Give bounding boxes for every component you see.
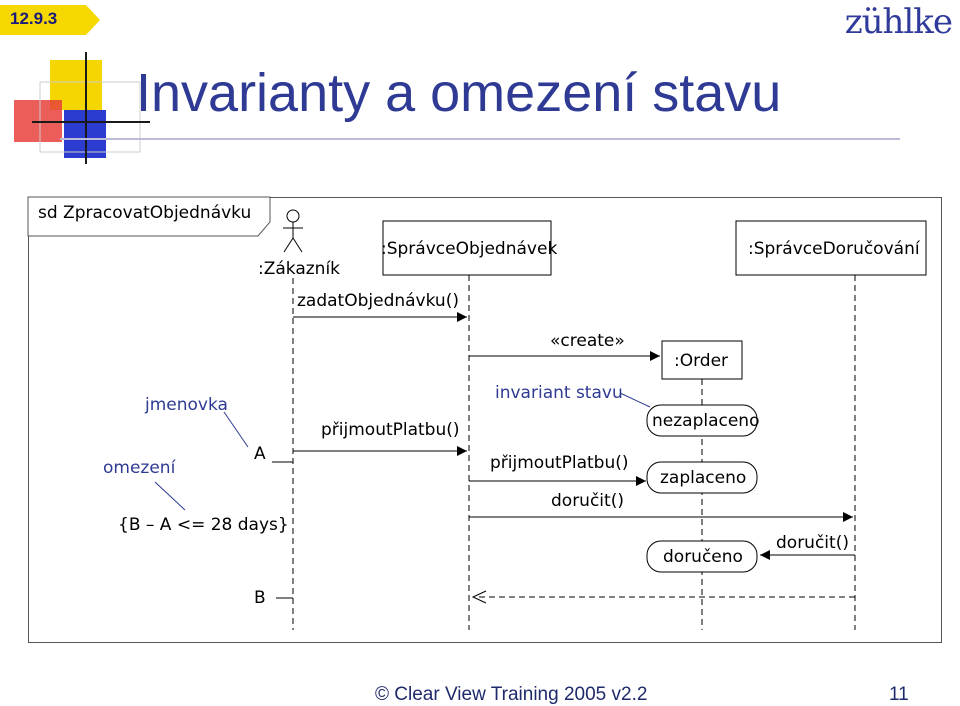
create-label: «create»	[550, 331, 625, 351]
invariant-pointer	[619, 392, 651, 408]
customer-label: :Zákazník	[258, 259, 341, 279]
section-number: 12.9.3	[10, 9, 58, 28]
mark-a-label: A	[254, 444, 266, 464]
constraint-pointer	[154, 481, 186, 511]
state-unpaid	[646, 404, 758, 437]
order-manager-box	[382, 220, 552, 276]
sequence-diagram-frame	[28, 197, 942, 643]
deliver-label-1: doručit()	[551, 491, 624, 511]
frame-tab	[27, 196, 271, 237]
delivery-manager-box	[735, 220, 927, 276]
order-manager-label: :SprávceObjednávek	[381, 239, 558, 259]
name-tag-label: jmenovka	[145, 395, 228, 415]
constraint-label: omezení	[103, 458, 176, 478]
decorative-squares-icon	[14, 52, 150, 164]
state-delivered	[646, 540, 758, 573]
state-invariant-label: invariant stavu	[495, 383, 623, 403]
delivery-manager-label: :SprávceDoručování	[748, 239, 920, 259]
state-unpaid-label: nezaplaceno	[652, 411, 760, 431]
actor-icon	[283, 209, 303, 253]
copyright-footer: © Clear View Training 2005 v2.2	[375, 684, 648, 705]
accept-payment-label-2: přijmoutPlatbu()	[490, 453, 629, 473]
submit-order-label: zadatObjednávku()	[297, 291, 459, 311]
order-label: :Order	[674, 351, 729, 371]
constraint-expression: {B – A <= 28 days}	[118, 515, 289, 535]
name-tag-pointer	[223, 411, 249, 448]
state-delivered-label: doručeno	[663, 547, 743, 567]
zuhlke-logo: zühlke	[844, 2, 953, 42]
deliver-label-2: doručit()	[776, 533, 849, 553]
mark-b-label: B	[254, 588, 266, 608]
page-number: 11	[889, 684, 909, 705]
frame-label: sd ZpracovatObjednávku	[38, 203, 252, 223]
section-badge	[0, 5, 100, 35]
title-rule	[60, 138, 900, 140]
state-paid	[646, 461, 758, 494]
state-paid-label: zaplaceno	[660, 468, 747, 488]
return-arrowhead	[471, 590, 487, 604]
page-title: Invarianty a omezení stavu	[136, 63, 782, 123]
accept-payment-label-1: přijmoutPlatbu()	[321, 420, 460, 440]
